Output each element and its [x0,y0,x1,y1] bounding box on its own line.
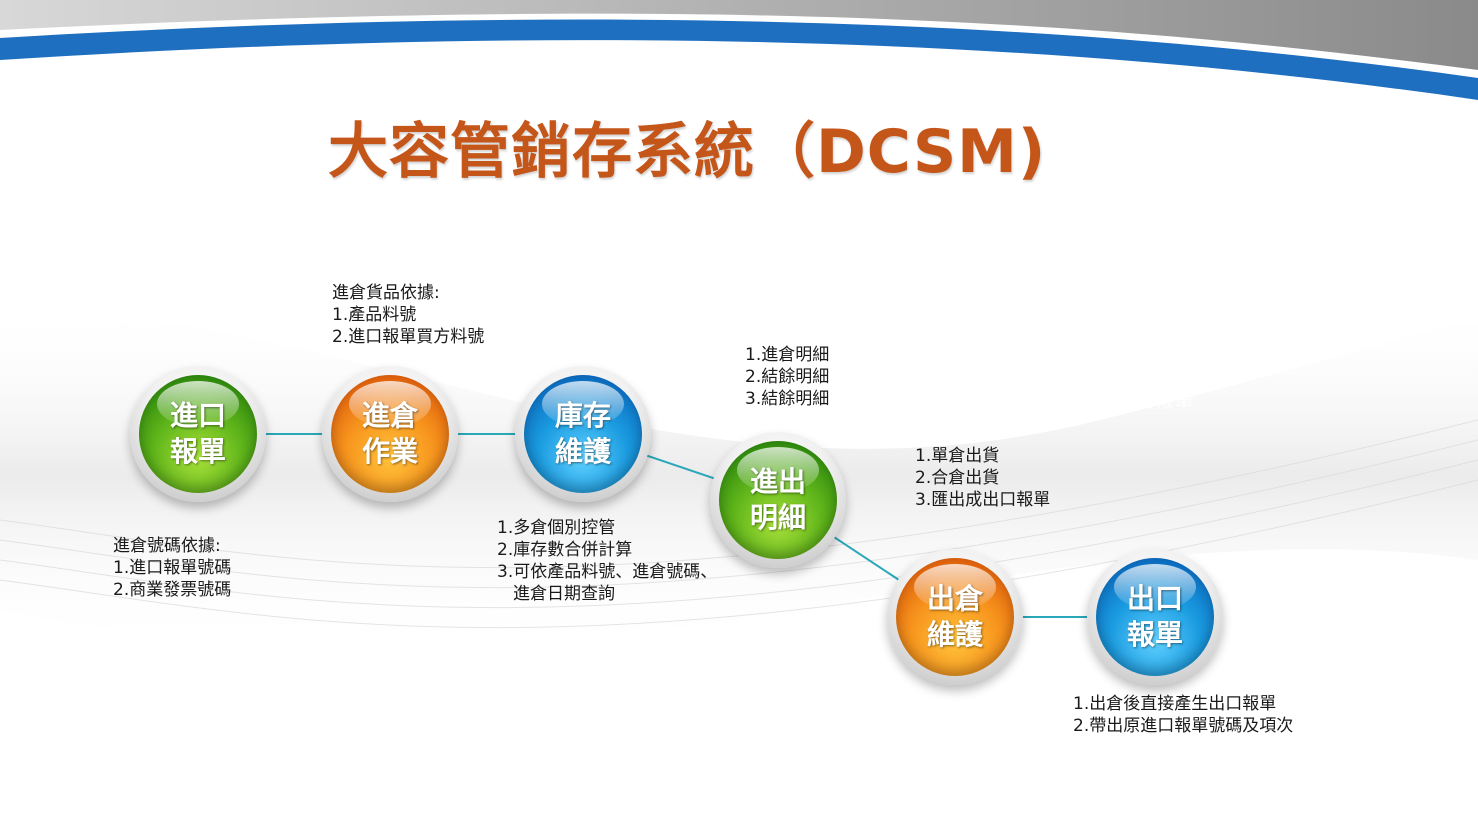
page-title: 大容管銷存系統（DCSM) [328,117,1047,187]
node-label-line2: 維護 [926,618,983,651]
note-warehouse-in: 進倉貨品依據: 1.產品料號 2.進口報單買方料號 [332,282,484,348]
note-export-declaration: 1.出倉後直接產生出口報單 2.帶出原進口報單號碼及項次 [1073,693,1293,737]
node-label-line1: 進口 [169,399,226,432]
header-blue-band [0,19,1478,100]
note-line: 進倉貨品依據: [332,283,440,303]
node-ball: 進出 明細 [719,441,837,559]
note-inventory: 1.多倉個別控管 2.庫存數合併計算 3.可依產品料號、進倉號碼、 進倉日期查詢 [497,517,717,605]
note-in-out-detail: 1.進倉明細 2.結餘明細 3.結餘明細 [745,344,829,410]
node-label-line1: 出口 [1126,582,1183,615]
note-line: 2.帶出原進口報單號碼及項次 [1073,716,1294,736]
note-line: 2.商業發票號碼 [113,580,232,600]
ghost-label: 出口報單 [1114,388,1194,412]
node-ball: 進口 報單 [139,375,257,493]
note-line: 1.單倉出貨 [915,446,1000,466]
node-warehouse-in[interactable]: 進倉 作業 [322,366,458,502]
note-line: 3.可依產品料號、進倉號碼、 [497,562,718,582]
node-label-line2: 報單 [169,435,226,468]
node-label-line2: 作業 [361,435,418,468]
node-import-declaration[interactable]: 進口 報單 [130,366,266,502]
note-line: 3.匯出成出口報單 [915,490,1051,510]
note-line: 1.產品料號 [332,305,417,325]
header-gray-band [0,0,1478,70]
note-line: 1.多倉個別控管 [497,518,616,538]
note-line: 1.進口報單號碼 [113,558,232,578]
node-label-line2: 明細 [749,501,806,534]
node-ball: 出口 報單 [1096,558,1214,676]
note-line: 進倉日期查詢 [513,584,615,604]
note-line: 2.合倉出貨 [915,468,1000,488]
note-line: 2.庫存數合併計算 [497,540,633,560]
note-line: 3.結餘明細 [745,389,830,409]
node-ball: 出倉 維護 [896,558,1014,676]
node-in-out-detail[interactable]: 進出 明細 [710,432,846,568]
node-inventory[interactable]: 庫存 維護 [515,366,651,502]
note-warehouse-out: 1.單倉出貨 2.合倉出貨 3.匯出成出口報單 [915,445,1050,511]
node-label-line1: 進出 [749,465,806,498]
note-line: 2.結餘明細 [745,367,830,387]
note-import-declaration: 進倉號碼依據: 1.進口報單號碼 2.商業發票號碼 [113,535,231,601]
node-label-line2: 維護 [554,435,611,468]
node-warehouse-out[interactable]: 出倉 維護 [887,549,1023,685]
node-label-line1: 進倉 [361,399,418,432]
note-line: 1.進倉明細 [745,345,830,365]
note-line: 進倉號碼依據: [113,536,221,556]
node-ball: 庫存 維護 [524,375,642,493]
node-label-line2: 報單 [1126,618,1183,651]
node-label-line1: 出倉 [926,582,983,615]
node-ball: 進倉 作業 [331,375,449,493]
node-export-declaration[interactable]: 出口 報單 [1087,549,1223,685]
note-line: 1.出倉後直接產生出口報單 [1073,694,1277,714]
note-line: 2.進口報單買方料號 [332,327,485,347]
node-label-line1: 庫存 [554,399,611,432]
